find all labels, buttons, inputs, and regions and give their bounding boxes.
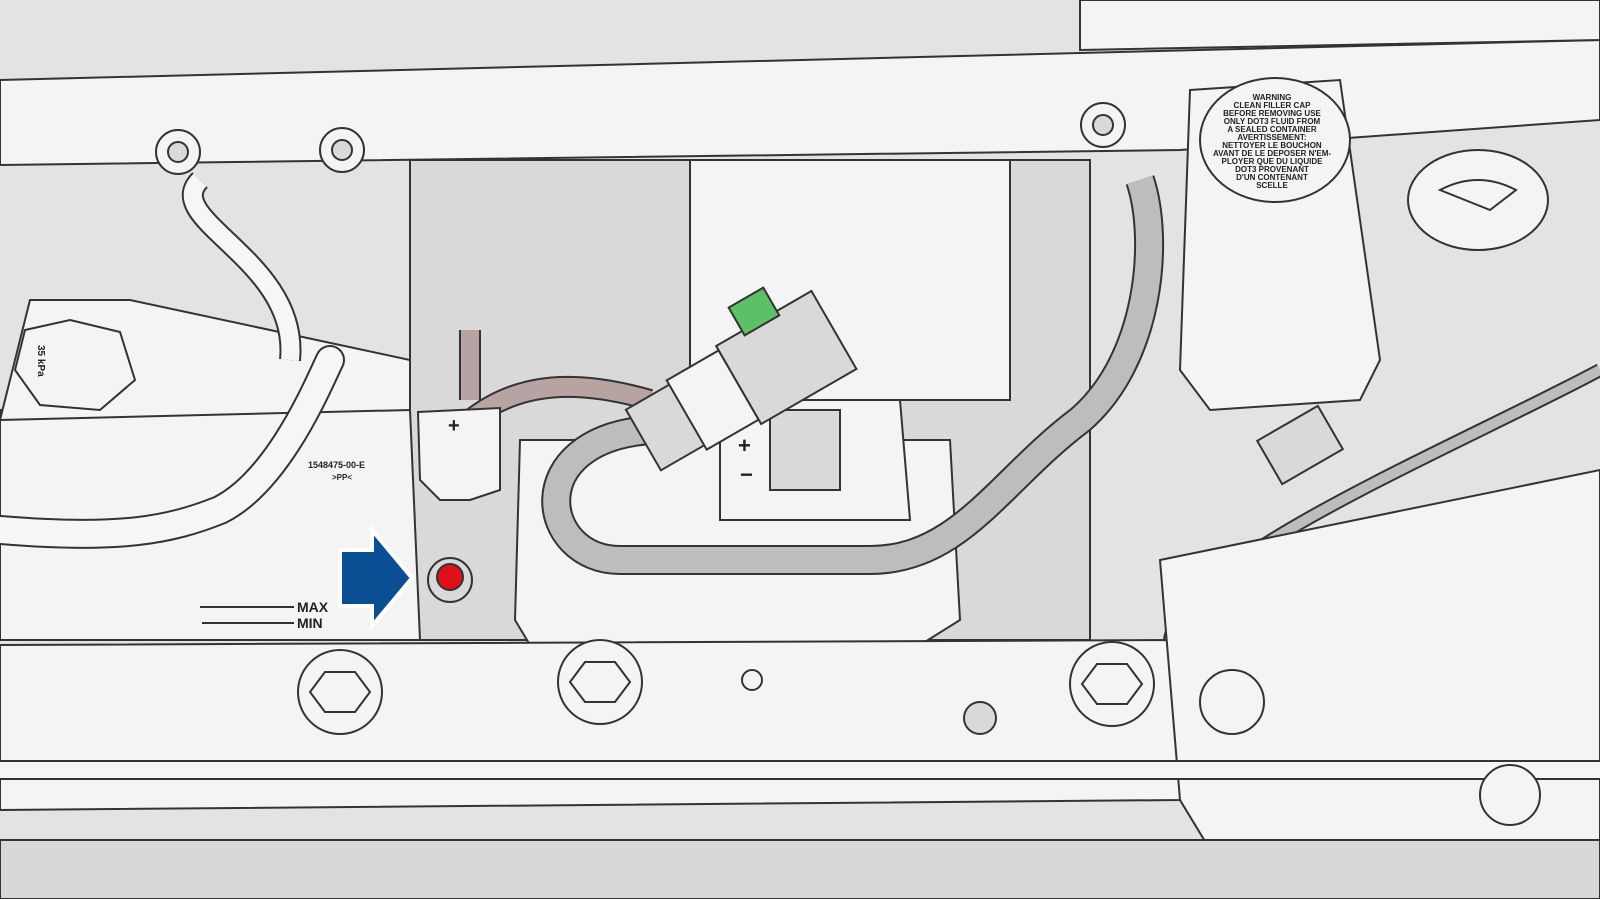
level-max-label: MAX [297, 599, 329, 615]
brake-cap-text: AVERTISSEMENT: [1237, 133, 1306, 142]
drawing-part [416, 406, 501, 501]
drawing-part [331, 139, 353, 161]
terminal-negative-label: − [740, 462, 753, 487]
brake-cap-text: SCELLE [1256, 181, 1288, 190]
brake-fluid-cap: WARNING CLEAN FILLER CAP BEFORE REMOVING… [1199, 77, 1351, 203]
brake-cap-text: A SEALED CONTAINER [1227, 125, 1317, 134]
drawing-part [167, 141, 189, 163]
brake-cap-text: AVANT DE LE DEPOSER N'EM- [1213, 149, 1331, 158]
upper-bolts [155, 102, 1126, 175]
drawing-part [568, 661, 632, 703]
brake-cap-text: CLEAN FILLER CAP [1234, 101, 1312, 110]
green-latch [727, 286, 781, 337]
lower-bolts [297, 639, 1541, 826]
level-marks: MAX MIN [200, 599, 329, 631]
level-min-label: MIN [297, 615, 323, 631]
drawing-part [1079, 0, 1600, 52]
callout-arrow [338, 524, 415, 632]
positive-cable [464, 377, 653, 428]
reservoir-material: >PP< [332, 473, 352, 482]
drawing-part: WARNING CLEAN FILLER CAP BEFORE REMOVING… [1213, 93, 1331, 190]
drawing-part [1092, 114, 1114, 136]
drawing-part [1407, 149, 1549, 251]
brake-cap-text: ONLY DOT3 FLUID FROM [1224, 117, 1321, 126]
brake-cap-text: BEFORE REMOVING USE [1223, 109, 1321, 118]
drawing-part [13, 318, 137, 412]
brake-cap-text: NETTOYER LE BOUCHON [1222, 141, 1322, 150]
positive-terminal-cover: + [416, 406, 501, 501]
drawing-part [1479, 764, 1541, 826]
coolant-cap: 35 kPa [13, 318, 137, 412]
connector-positive-label: + [448, 415, 460, 437]
brake-cap-text: D'UN CONTENANT [1236, 173, 1308, 182]
drawing-part [963, 701, 997, 735]
coolant-hose [0, 347, 343, 547]
drawing-part [308, 671, 372, 713]
harness-connector [1255, 404, 1345, 486]
drawing-part [1199, 77, 1351, 203]
battery-connector [624, 286, 858, 472]
brake-cap-text: WARNING [1253, 93, 1292, 102]
drawing-part [1080, 663, 1144, 705]
drawing-part [183, 173, 300, 361]
terminal-positive-label: + [738, 433, 751, 458]
reservoir-part-number: 1548475-00-E [308, 460, 365, 470]
battery-terminal-connector [769, 409, 841, 491]
battery-cable [543, 175, 1163, 573]
drawing-part [1199, 669, 1265, 735]
brake-cap-text: DOT3 PROVENANT [1235, 165, 1309, 174]
brake-cap-text: PLOYER QUE DU LIQUIDE [1222, 157, 1324, 166]
coolant-cap-pressure: 35 kPa [35, 345, 46, 377]
ground-bolt-highlight [436, 563, 464, 591]
drawing-part [1437, 179, 1518, 212]
washer-fluid-cap [1407, 149, 1549, 251]
drawing-part [0, 839, 1600, 899]
drawing-part [741, 669, 763, 691]
